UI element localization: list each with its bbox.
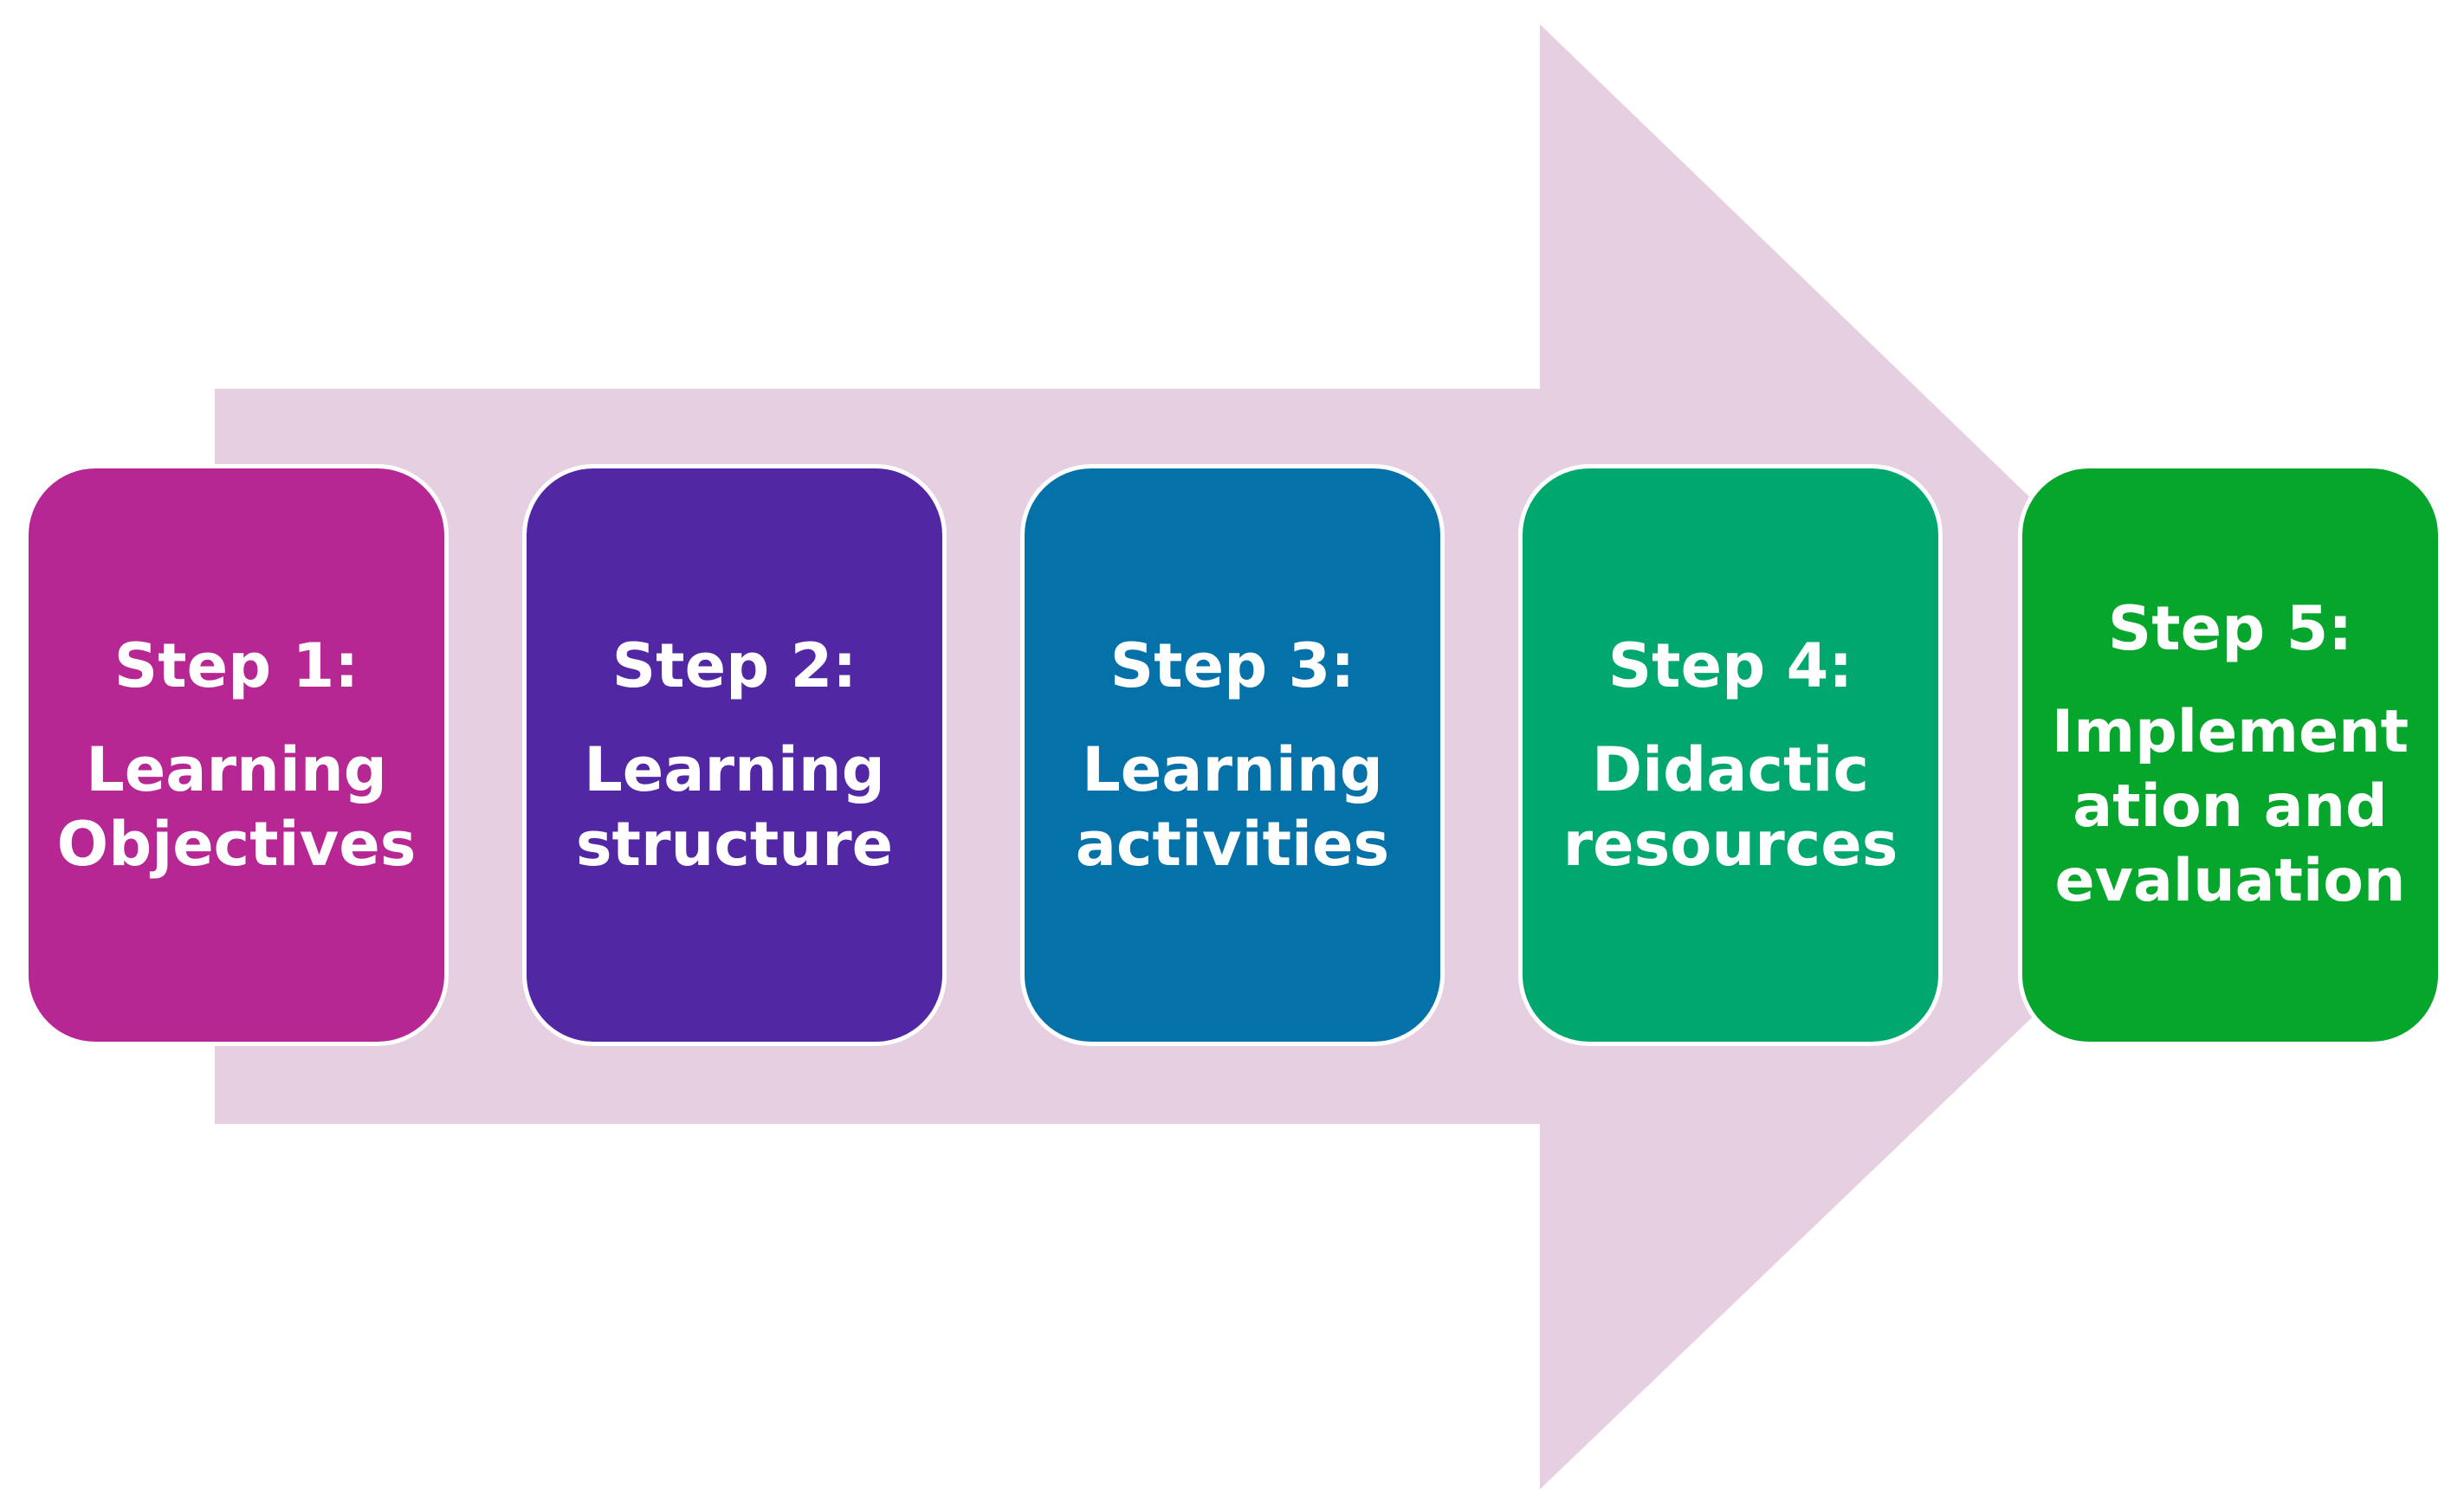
- step-4-number: Step 4:: [1607, 630, 1853, 701]
- step-3-title: Learning activities: [1075, 734, 1390, 880]
- step-1-number: Step 1:: [113, 630, 359, 701]
- step-1-box: Step 1: Learning Objectives: [24, 464, 449, 1046]
- step-4-title: Didactic resources: [1562, 734, 1898, 880]
- step-5-box: Step 5: Implement ation and evaluation: [2018, 464, 2442, 1046]
- step-1-title: Learning Objectives: [56, 734, 417, 880]
- step-3-box: Step 3: Learning activities: [1020, 464, 1445, 1046]
- step-2-box: Step 2: Learning structure: [522, 464, 947, 1046]
- step-2-title: Learning structure: [575, 734, 894, 880]
- step-2-number: Step 2:: [611, 630, 857, 701]
- step-4-box: Step 4: Didactic resources: [1518, 464, 1943, 1046]
- step-5-number: Step 5:: [2107, 593, 2353, 664]
- step-5-title: Implement ation and evaluation: [2051, 698, 2409, 915]
- step-3-number: Step 3:: [1109, 630, 1355, 701]
